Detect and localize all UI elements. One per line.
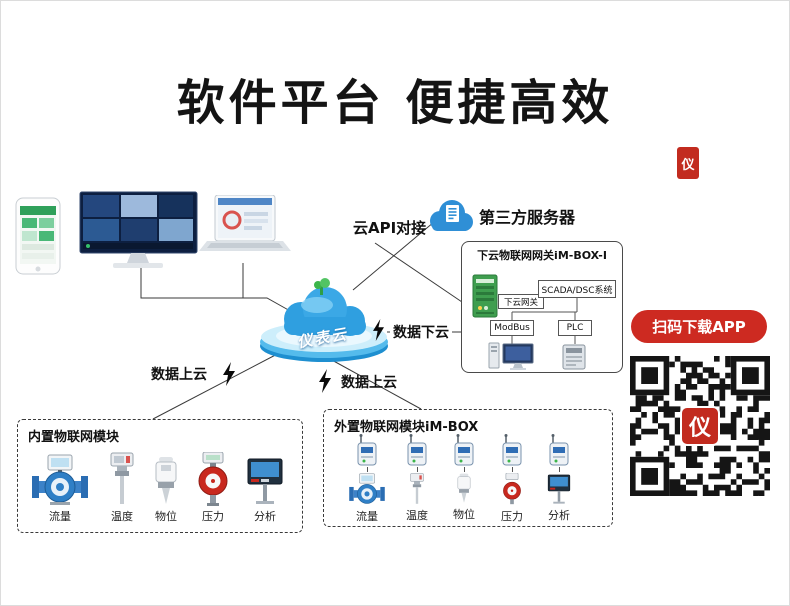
level-meter-icon	[457, 473, 471, 503]
data-up-left-label: 数据上云	[151, 367, 207, 383]
wireless-module-icon	[454, 434, 474, 466]
third-party-server	[425, 197, 475, 239]
instrument-label: 物位	[453, 508, 475, 521]
temperature-sensor-icon	[110, 452, 134, 504]
qr-center-logo: 仪	[680, 406, 720, 446]
instrument-level: 物位	[146, 456, 186, 524]
gateway-device	[472, 274, 498, 322]
external-module-box: 外置物联网模块iM-BOX 流量	[323, 409, 613, 527]
instrument-label: 分析	[254, 510, 276, 523]
data-down-label: 数据下云	[390, 322, 452, 342]
third-party-server-label: 第三方服务器	[479, 208, 576, 227]
desktop-computer-icon	[488, 342, 534, 370]
scada-computer	[488, 342, 536, 375]
lightning-icon	[223, 362, 235, 386]
instrument-label: 分析	[548, 509, 570, 522]
laptop-icon	[199, 194, 291, 251]
external-box-title: 外置物联网模块iM-BOX	[334, 420, 479, 435]
gateway-box-title: 下云物联网网关iM-BOX-I	[477, 249, 607, 262]
data-up-right-label: 数据上云	[341, 375, 397, 391]
lightning-icon	[319, 369, 331, 393]
dashboard-monitor-icon	[79, 191, 198, 268]
wireless-module-icon	[357, 434, 377, 466]
instrument-label: 温度	[406, 509, 428, 522]
gateway-box: 下云物联网网关iM-BOX-I 下云网关 SCADA/DSC系统 ModBus	[461, 241, 623, 373]
temperature-sensor-icon	[410, 473, 424, 504]
wireless-module-icon	[407, 434, 427, 466]
plc-box: PLC	[558, 320, 592, 336]
instrument-temperature: 温度	[100, 452, 144, 524]
external-instrument-level: 物位	[442, 434, 486, 522]
instrument-flow: 流量	[28, 454, 92, 524]
qr-pattern	[630, 356, 770, 496]
instrument-label: 压力	[501, 510, 523, 523]
external-instrument-analysis: 分析	[537, 434, 581, 523]
io-module-icon	[562, 344, 586, 370]
module-link	[463, 467, 465, 472]
builtin-module-box: 内置物联网模块 流量	[17, 419, 303, 533]
module-link	[511, 467, 513, 472]
scada-box: SCADA/DSC系统	[538, 280, 616, 298]
module-link	[558, 467, 560, 472]
server-cloud-icon	[430, 200, 473, 231]
analyzer-icon	[547, 474, 571, 504]
cloud-platform: 仪表云	[257, 261, 391, 365]
lightning-icon	[373, 319, 384, 341]
phone-icon	[15, 197, 61, 275]
instrument-pressure: 压力	[190, 452, 236, 524]
instrument-label: 温度	[111, 510, 133, 523]
wireless-module-icon	[549, 434, 569, 466]
page-title: 软件平台 便捷高效	[176, 75, 614, 131]
flow-meter-icon	[32, 454, 88, 505]
instrument-label: 流量	[49, 510, 71, 523]
level-meter-icon	[155, 457, 177, 504]
modbus-box: ModBus	[490, 320, 534, 336]
cloud-api-label: 云API对接	[353, 219, 427, 237]
cloud-platform-icon	[260, 278, 388, 362]
wireless-module-icon	[502, 434, 522, 466]
external-instrument-temperature: 温度	[395, 434, 439, 523]
instrument-label: 压力	[202, 510, 224, 523]
laptop-device	[199, 194, 291, 259]
instrument-analysis: 分析	[240, 456, 290, 524]
builtin-box-title: 内置物联网模块	[28, 430, 120, 445]
pressure-transmitter-icon	[503, 473, 521, 505]
phone-device	[15, 197, 61, 279]
flow-meter-icon	[349, 473, 385, 504]
external-instrument-pressure: 压力	[490, 434, 534, 524]
module-link	[366, 467, 368, 472]
brand-badge: 仪	[677, 147, 699, 179]
down-gateway-label: 下云网关	[498, 294, 544, 309]
pressure-transmitter-icon	[198, 452, 228, 506]
plc-device-icon	[472, 274, 498, 318]
external-instrument-flow: 流量	[345, 434, 389, 524]
analyzer-icon	[247, 458, 283, 504]
download-app-button[interactable]: 扫码下载APP	[631, 310, 767, 343]
plc-module	[562, 344, 586, 374]
instrument-label: 流量	[356, 510, 378, 523]
module-link	[416, 467, 418, 472]
instrument-label: 物位	[155, 510, 177, 523]
qr-code	[627, 353, 773, 499]
monitor-device	[79, 191, 199, 277]
